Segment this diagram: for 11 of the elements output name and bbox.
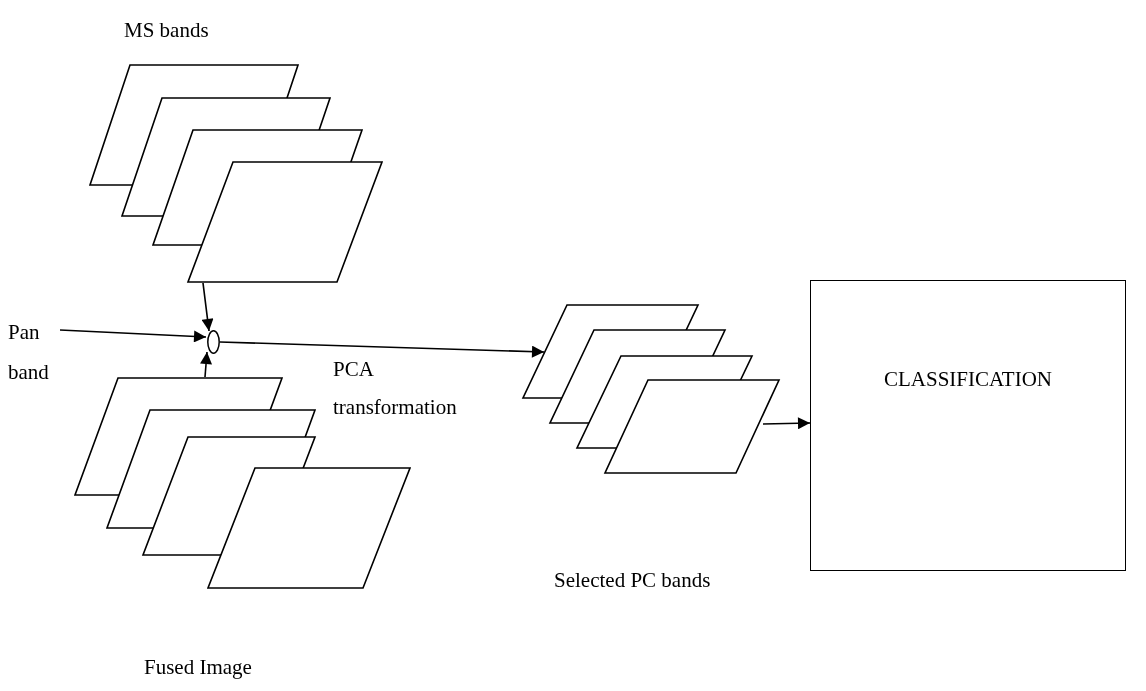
arrow [200, 351, 212, 378]
arrow [762, 417, 811, 430]
stack-caption: MS bands [123, 18, 209, 44]
arrow [59, 329, 207, 343]
arrow [219, 341, 545, 358]
arrow [201, 282, 214, 332]
box-title: CLASSIFICATION [884, 367, 1052, 393]
process-label: PCA transformation [333, 356, 458, 421]
input-label: Pan band [8, 319, 50, 386]
stack-caption: Selected PC bands [553, 567, 711, 593]
stack-caption: Fused Image [143, 654, 252, 680]
